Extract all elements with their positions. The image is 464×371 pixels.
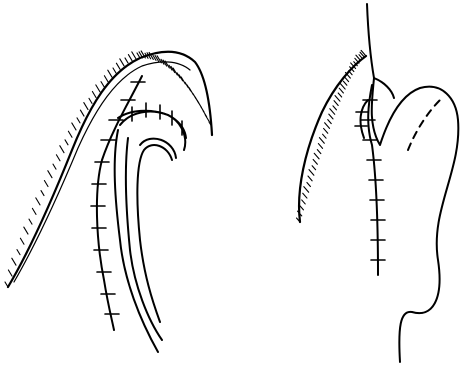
right-suture-stitches <box>355 100 385 260</box>
hair-stroke <box>36 198 40 205</box>
hair-stroke <box>304 187 309 193</box>
hair-stroke <box>104 76 108 82</box>
hair-stroke <box>72 123 76 130</box>
hair-stroke <box>339 88 343 93</box>
hair-stroke <box>92 91 96 97</box>
hair-stroke <box>319 138 324 144</box>
hair-stroke <box>318 144 322 149</box>
hair-stroke <box>323 134 327 138</box>
hair-stroke <box>77 118 80 123</box>
hair-stroke <box>325 123 330 129</box>
hair-stroke <box>101 82 104 87</box>
hair-stroke <box>41 191 44 196</box>
right-vertical-edge <box>367 4 374 78</box>
hair-stroke <box>20 238 24 244</box>
hair-stroke <box>197 100 201 107</box>
hair-stroke <box>24 227 28 234</box>
hair-stroke <box>328 120 332 124</box>
hair-stroke <box>89 98 92 103</box>
hair-stroke <box>32 208 36 214</box>
hair-stroke <box>329 114 333 119</box>
hair-stroke <box>205 115 209 122</box>
hair-stroke <box>108 70 112 77</box>
hair-stroke <box>344 77 348 82</box>
hair-stroke <box>48 171 52 178</box>
hair-stroke <box>340 83 345 89</box>
hair-stroke <box>303 193 307 198</box>
hair-stroke <box>361 50 366 56</box>
hair-stroke <box>307 183 311 187</box>
hair-stroke <box>5 282 8 287</box>
hair-stroke <box>330 109 335 115</box>
hair-stroke <box>125 58 128 63</box>
hair-stroke <box>8 270 12 276</box>
hair-stroke <box>324 128 328 133</box>
right-hairline <box>297 50 367 222</box>
hair-stroke <box>44 181 48 187</box>
right-dashed-curve <box>408 100 440 150</box>
hair-stroke <box>53 164 56 169</box>
hair-stroke <box>84 103 88 110</box>
hair-stroke <box>308 176 312 181</box>
hair-stroke <box>113 68 116 73</box>
left-ear-helix <box>137 145 172 322</box>
hair-stroke <box>116 63 120 69</box>
hair-stroke <box>132 52 136 59</box>
hair-stroke <box>338 93 342 97</box>
hair-stroke <box>17 250 20 255</box>
hair-stroke <box>359 55 363 59</box>
hair-stroke <box>309 170 314 176</box>
left-hairline <box>5 51 212 287</box>
hair-stroke <box>128 55 132 61</box>
hair-stroke <box>120 59 124 66</box>
hair-stroke <box>343 81 347 85</box>
hair-stroke <box>96 85 100 92</box>
hair-stroke <box>80 110 84 116</box>
left-panel <box>5 51 212 352</box>
hair-stroke <box>302 200 306 204</box>
hair-stroke <box>333 106 337 110</box>
hair-stroke <box>29 219 32 224</box>
hair-stroke <box>335 96 340 102</box>
hair-stroke <box>312 166 316 170</box>
hair-stroke <box>334 101 338 106</box>
hair-stroke <box>56 155 60 161</box>
hair-stroke <box>313 159 317 164</box>
hair-stroke <box>60 146 64 153</box>
hair-stroke <box>317 150 321 154</box>
hair-stroke <box>68 131 72 137</box>
hair-stroke <box>349 71 353 75</box>
right-panel <box>297 4 459 362</box>
hair-stroke <box>12 258 16 265</box>
hair-stroke <box>65 140 68 145</box>
hair-stroke <box>314 153 319 159</box>
